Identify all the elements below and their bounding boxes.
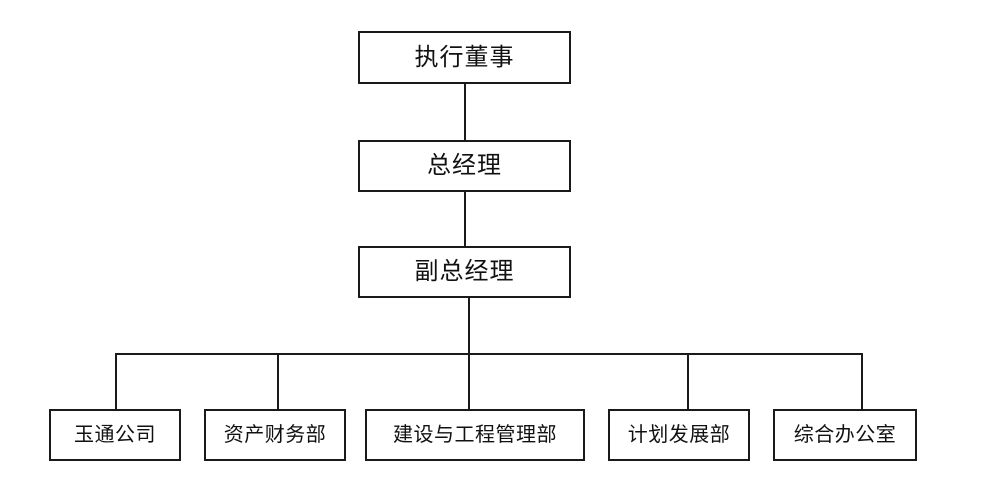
node-label-general-manager: 总经理: [427, 153, 502, 179]
connector-drop-asset-finance-dept: [277, 353, 279, 409]
node-yutong-company[interactable]: 玉通公司: [49, 409, 181, 461]
connector-executive-director-to-general-manager: [464, 84, 466, 140]
node-label-planning-development-dept: 计划发展部: [627, 424, 731, 446]
node-asset-finance-dept[interactable]: 资产财务部: [204, 409, 346, 461]
node-label-executive-director: 执行董事: [414, 44, 515, 71]
connector-drop-yutong-company: [115, 353, 117, 409]
connector-drop-construction-engineering-dept: [468, 353, 470, 409]
node-label-asset-finance-dept: 资产财务部: [223, 424, 327, 446]
connector-drop-planning-development-dept: [687, 353, 689, 409]
connector-horizontal-bus: [115, 353, 863, 355]
connector-drop-general-office: [861, 353, 863, 409]
node-executive-director[interactable]: 执行董事: [358, 31, 571, 84]
node-label-yutong-company: 玉通公司: [74, 424, 156, 446]
node-planning-development-dept[interactable]: 计划发展部: [608, 409, 750, 461]
node-label-deputy-general-manager: 副总经理: [414, 259, 515, 285]
connector-deputy-to-bus: [468, 298, 470, 355]
node-deputy-general-manager[interactable]: 副总经理: [358, 246, 571, 298]
node-general-manager[interactable]: 总经理: [358, 140, 571, 192]
node-general-office[interactable]: 综合办公室: [773, 409, 917, 461]
node-label-construction-engineering-dept: 建设与工程管理部: [393, 424, 557, 446]
connector-general-manager-to-deputy: [464, 192, 466, 246]
node-construction-engineering-dept[interactable]: 建设与工程管理部: [365, 409, 585, 461]
node-label-general-office: 综合办公室: [793, 424, 897, 446]
